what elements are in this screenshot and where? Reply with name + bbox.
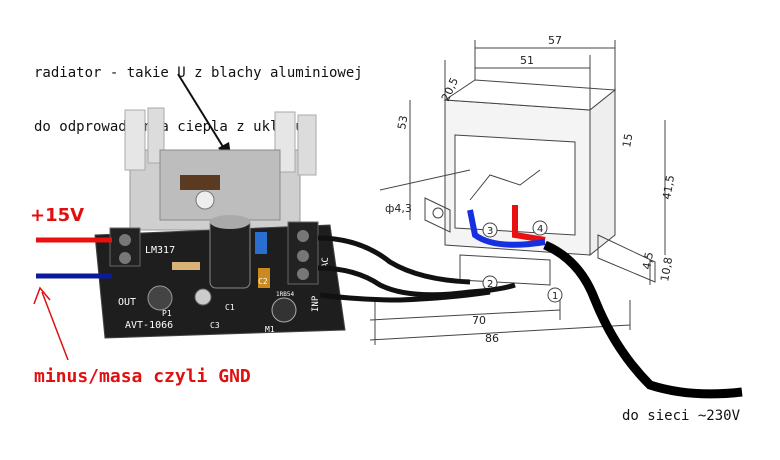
ac-wire-middle [317, 265, 516, 298]
supply-15v-label: +15V [30, 205, 85, 226]
gnd-label: minus/masa czyli GND [34, 366, 251, 387]
pcb-m1-label: M1 [265, 325, 275, 334]
radiator-note-line1: radiator - takie U z blachy aluminiowej [34, 65, 363, 81]
pcb-c2-label: C2 [258, 277, 268, 286]
pin-3-label: 3 [487, 226, 493, 237]
transformer-dimensions: 57 51 20,5 53 15 41,5 ф4,3 4,5 10,8 70 8… [385, 34, 677, 345]
gnd-arrow [33, 286, 69, 361]
pcb-out-label: OUT [118, 297, 136, 308]
pcb-c3-label: C3 [210, 321, 220, 330]
pcb-c1-label: C1 [225, 303, 235, 312]
pin-4-label: 4 [537, 224, 543, 235]
pcb-silkscreen: LM317 OUT AVT-1066 P1 C1 C2 C3 M1 1RB54 … [118, 245, 331, 334]
dim-51: 51 [520, 54, 534, 67]
pcb-lm317-label: LM317 [145, 245, 175, 256]
heatsink-radiator [124, 107, 317, 231]
dim-4-5: 4,5 [640, 251, 656, 270]
dim-4-3: ф4,3 [385, 202, 412, 215]
pin-2-label: 2 [487, 279, 493, 290]
dim-15: 15 [620, 132, 635, 148]
pcb-bridge-label: 1RB54 [276, 291, 294, 298]
radiator-arrow [177, 73, 232, 162]
pcb-p1-label: P1 [162, 309, 172, 318]
mains-label: do sieci ~230V [622, 408, 741, 424]
pcb-inp-label: INP [311, 295, 321, 312]
transformer-drawing [369, 40, 666, 345]
red-winding-wire [512, 205, 546, 243]
dim-57: 57 [548, 34, 562, 47]
dim-10-8: 10,8 [658, 256, 675, 282]
dim-41-5: 41,5 [660, 174, 677, 200]
pcb-model-label: AVT-1066 [125, 320, 173, 331]
pin-1-label: 1 [552, 291, 558, 302]
dim-53: 53 [395, 114, 410, 130]
mains-cable [543, 240, 743, 399]
dim-86: 86 [485, 332, 499, 345]
transformer-pins: 1 2 3 4 [482, 220, 563, 303]
pcb-ac-label: AC [321, 257, 331, 268]
ac-wire-upper [317, 235, 471, 285]
ac-wire-lower [319, 289, 491, 303]
regulator-pcb [94, 215, 346, 339]
blue-winding-wire [467, 209, 546, 248]
dim-70: 70 [472, 314, 486, 327]
